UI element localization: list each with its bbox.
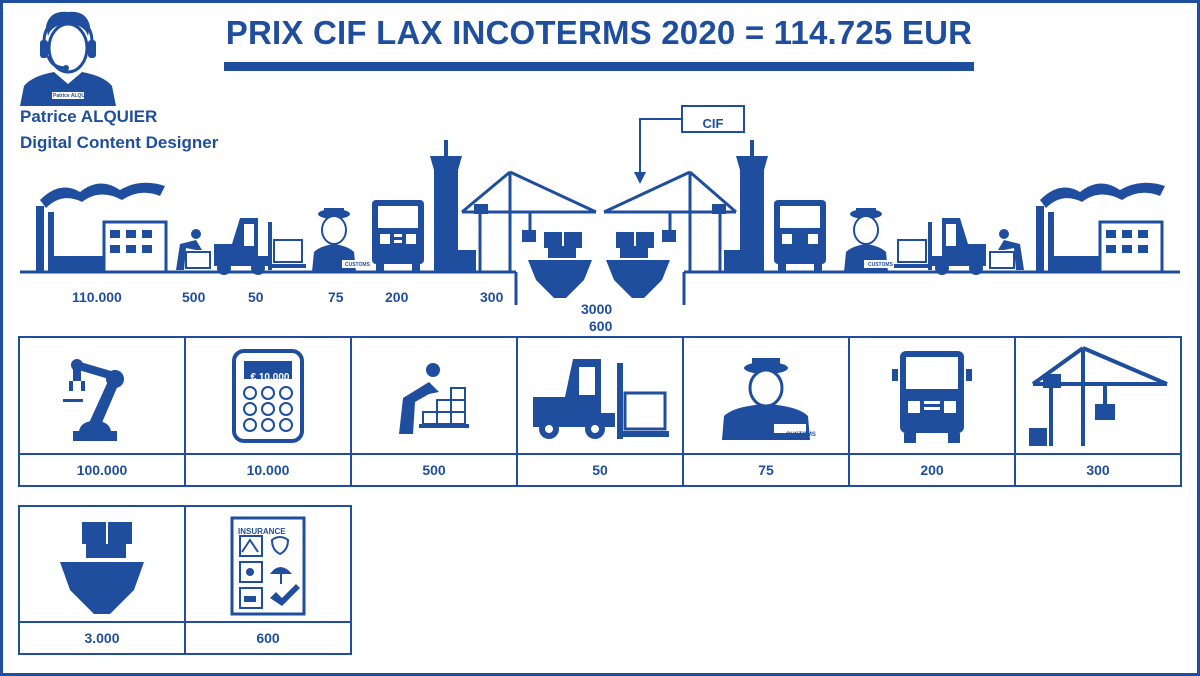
calculator-screen: € 10.000 (250, 372, 290, 383)
truck-icon (372, 200, 424, 272)
cost-cell-robot-arm: 100.000 (18, 336, 186, 487)
robot-arm-icon (63, 359, 124, 441)
forklift-icon (214, 218, 306, 275)
scene-value-forklift: 50 (248, 289, 264, 305)
avatar-badge: Patrice ALQUIER (53, 93, 94, 99)
cost-value: 300 (1016, 453, 1180, 485)
title-underline (224, 62, 974, 71)
cost-cell-crane: 300 (1014, 336, 1182, 487)
scene-value-truck: 200 (385, 289, 409, 305)
cost-value: 10.000 (186, 453, 350, 485)
truck-icon (892, 351, 972, 443)
cost-value: 200 (850, 453, 1014, 485)
cargo-ship-icon (60, 522, 144, 614)
scene-value-crane: 300 (480, 289, 504, 305)
author-role: Digital Content Designer (20, 133, 219, 152)
port-crane-icon (1029, 346, 1168, 446)
insurance-heading: INSURANCE (238, 527, 286, 536)
cost-cell-worker: 500 (350, 336, 518, 487)
forklift-icon (533, 359, 669, 439)
cost-cell-customs: CUSTOMS 75 (682, 336, 850, 487)
scene-value-insurance: 600 (589, 318, 613, 334)
worker-icon (176, 229, 211, 270)
calculator-icon (232, 349, 304, 443)
customs-officer-icon (722, 358, 810, 440)
cost-cell-ship: 3.000 (18, 505, 186, 655)
page-title: PRIX CIF LAX INCOTERMS 2020 = 114.725 EU… (225, 14, 973, 51)
cost-value: 75 (684, 453, 848, 485)
author-name: Patrice ALQUIER (20, 107, 158, 126)
customs-badge-left: CUSTOMS (345, 262, 370, 268)
insurance-document-icon (230, 516, 306, 616)
cif-label: CIF (702, 115, 724, 131)
port-crane-icon (461, 170, 597, 272)
author-avatar (20, 11, 116, 106)
cost-value: 100.000 (20, 453, 184, 485)
customs-officer-icon (312, 208, 368, 272)
scene-value-customs: 75 (328, 289, 344, 305)
factory-icon (36, 182, 168, 274)
cost-value: 50 (518, 453, 682, 485)
cost-cell-forklift: 50 (516, 336, 684, 487)
cost-cell-calculator: € 10.000 10.000 (184, 336, 352, 487)
cost-value: 3.000 (20, 621, 184, 653)
cargo-ship-icon (528, 232, 670, 298)
scene-value-factory: 110.000 (72, 289, 122, 305)
customs-badge: CUSTOMS (786, 432, 816, 438)
scene-value-ship: 3000 (581, 301, 613, 317)
cost-value: 600 (186, 621, 350, 653)
scene-value-worker: 500 (182, 289, 206, 305)
customs-badge-right: CUSTOMS (868, 262, 893, 268)
cost-value: 500 (352, 453, 516, 485)
worker-boxes-icon (399, 363, 469, 434)
cost-cell-insurance: INSURANCE 600 (184, 505, 352, 655)
control-tower-icon (430, 140, 462, 272)
cost-cell-truck: 200 (848, 336, 1016, 487)
logistics-scene (20, 105, 1180, 305)
